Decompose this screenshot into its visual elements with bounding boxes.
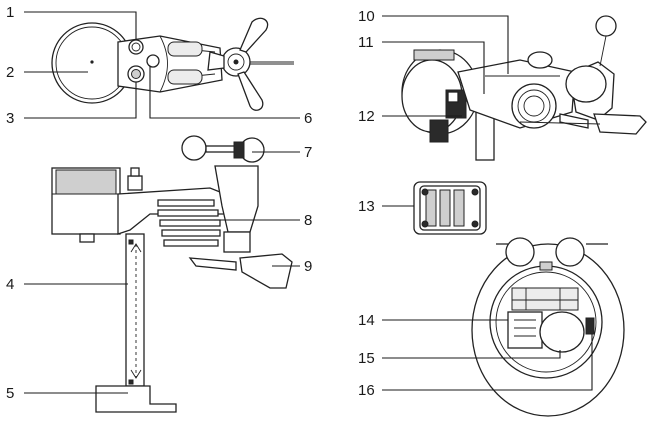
callout-8: 8 bbox=[304, 212, 312, 229]
callout-7: 7 bbox=[304, 144, 312, 161]
callout-14: 14 bbox=[358, 312, 375, 329]
battery-holder bbox=[413, 181, 487, 235]
callout-1: 1 bbox=[6, 4, 14, 21]
top-view-sensor bbox=[51, 17, 294, 111]
bottom-view-housing bbox=[471, 237, 625, 417]
callout-16: 16 bbox=[358, 382, 375, 399]
callout-5: 5 bbox=[6, 385, 14, 402]
callout-labels: 1 2 3 4 5 6 7 8 9 10 11 12 13 14 15 16 bbox=[6, 4, 375, 402]
callout-12: 12 bbox=[358, 108, 375, 125]
callout-3: 3 bbox=[6, 110, 14, 127]
radiation-shield bbox=[157, 199, 221, 247]
leader-lines bbox=[24, 11, 593, 394]
callout-6: 6 bbox=[304, 110, 312, 127]
callout-4: 4 bbox=[6, 276, 14, 293]
rear-view-sensor bbox=[401, 15, 647, 161]
callout-2: 2 bbox=[6, 64, 14, 81]
callout-10: 10 bbox=[358, 8, 375, 25]
side-view-sensor bbox=[51, 135, 293, 413]
callout-11: 11 bbox=[358, 34, 374, 51]
callout-9: 9 bbox=[304, 258, 312, 275]
callout-13: 13 bbox=[358, 198, 375, 215]
callout-15: 15 bbox=[358, 350, 375, 367]
